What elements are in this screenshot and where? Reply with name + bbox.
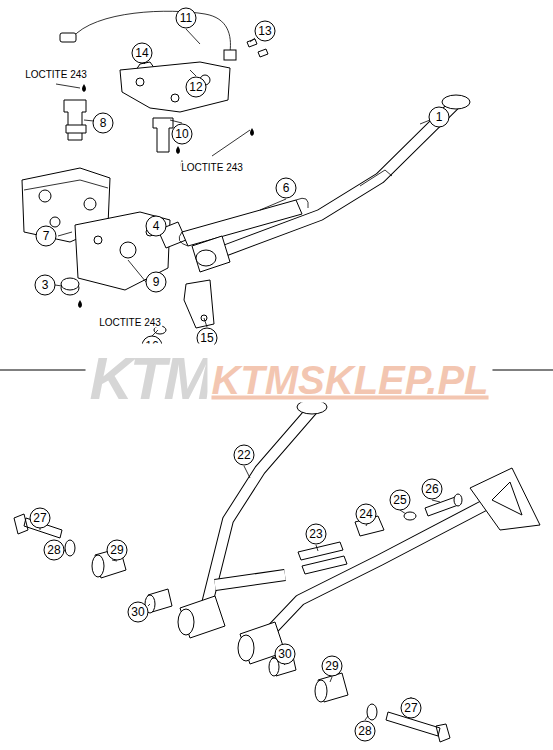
side-stand-assembly (22, 11, 470, 336)
callout-number: 27 (401, 698, 422, 719)
callout-number: 30 (128, 602, 149, 623)
callout-number: 27 (30, 508, 51, 529)
note-text: LOCTITE 243 (180, 162, 244, 173)
centre-stand-assembly (14, 400, 540, 742)
callout-number: 23 (306, 524, 327, 545)
callout-number: 7 (36, 226, 57, 247)
callout-number: 9 (146, 272, 167, 293)
callout-number: 22 (234, 445, 255, 466)
callout-number: 8 (93, 113, 114, 134)
callout-number: 28 (44, 540, 65, 561)
callout-number: 29 (107, 540, 128, 561)
callout-number: 1 (429, 107, 450, 128)
callout-number: 12 (186, 77, 207, 98)
callout-number: 24 (356, 504, 377, 525)
callout-number: 3 (35, 275, 56, 296)
callout-number: 14 (132, 43, 153, 64)
watermark: KTMSKLEP.PL (207, 358, 492, 403)
callout-number: 10 (172, 124, 193, 145)
callout-number: 30 (275, 644, 296, 665)
note-text: LOCTITE 243 (98, 317, 162, 328)
callout-number: 4 (146, 216, 167, 237)
callout-number: 13 (255, 21, 276, 42)
callout-number: 11 (176, 8, 197, 29)
callout-number: 25 (390, 490, 411, 511)
note-text: LOCTITE 243 (24, 69, 88, 80)
callout-number: 6 (276, 178, 297, 199)
callout-number: 29 (322, 656, 343, 677)
callout-number: 26 (422, 479, 443, 500)
callout-number: 28 (355, 721, 376, 742)
watermark: KTM (86, 344, 215, 413)
